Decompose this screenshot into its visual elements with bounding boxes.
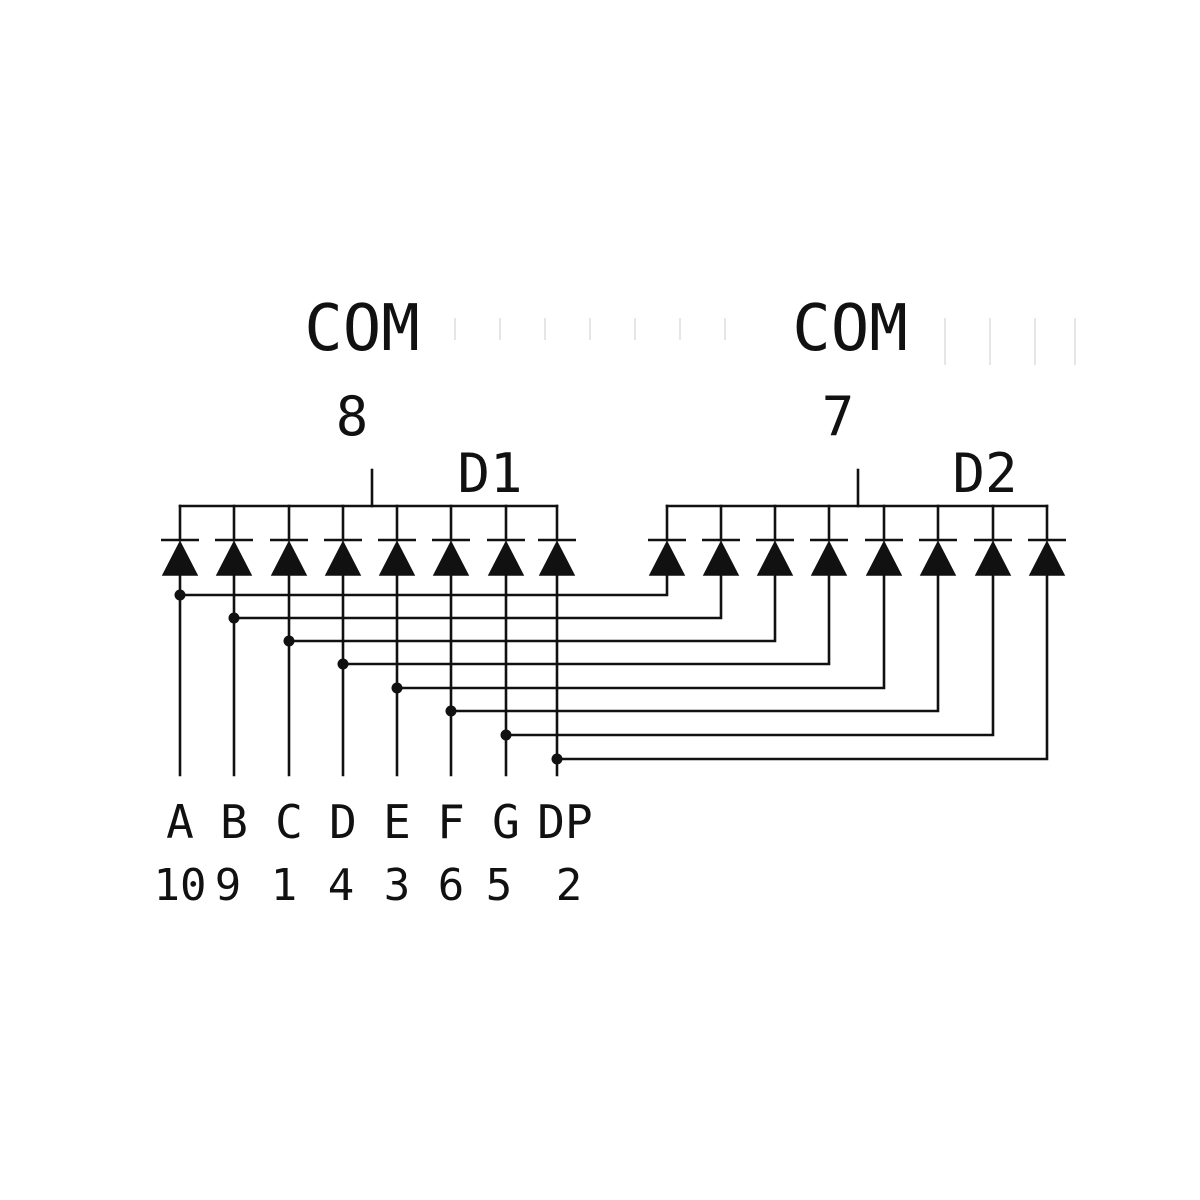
digit1-common-bus — [178, 468, 559, 508]
segment-dp-wire — [551, 573, 1049, 777]
digit1-name-label: D1 — [457, 442, 522, 505]
diode-d2-a — [648, 504, 686, 576]
diode-d1-b — [215, 504, 253, 576]
segment-label-c: C — [275, 795, 303, 849]
digit2-common-bus — [665, 468, 1049, 508]
diode-d1-c — [270, 504, 308, 576]
diode-d1-d — [324, 504, 362, 576]
segment-label-a: A — [166, 795, 194, 849]
segment-pin-a: 10 — [154, 860, 207, 911]
segment-label-dp: DP — [537, 795, 592, 849]
diode-d2-e — [865, 504, 903, 576]
segment-pin-e: 3 — [384, 860, 411, 911]
segment-g-wire — [500, 573, 995, 777]
segment-labels: A B C D E F G DP — [166, 795, 593, 849]
digit1-common-pin-number: 8 — [336, 385, 369, 448]
segment-label-f: F — [437, 795, 465, 849]
diode-d2-f — [919, 504, 957, 576]
segment-b-wire — [228, 573, 723, 777]
diode-d2-c — [756, 504, 794, 576]
diode-d2-d — [810, 504, 848, 576]
diode-d1-g — [487, 504, 525, 576]
segment-d-wire — [337, 573, 831, 777]
digit1-common-label: COM — [304, 292, 420, 366]
segment-f-wire — [445, 573, 940, 777]
segment-pin-dp: 2 — [556, 860, 583, 911]
scan-artifact — [454, 318, 1076, 365]
diode-d1-dp — [538, 504, 576, 576]
segment-pin-f: 6 — [438, 860, 465, 911]
segment-e-wire — [391, 573, 886, 777]
segment-pin-numbers: 10 9 1 4 3 6 5 2 — [154, 860, 583, 911]
segment-label-b: B — [220, 795, 248, 849]
diode-d2-g — [974, 504, 1012, 576]
digit2-segment-diodes — [648, 504, 1066, 576]
segment-pin-d: 4 — [328, 860, 355, 911]
segment-pin-c: 1 — [271, 860, 298, 911]
diode-d2-b — [702, 504, 740, 576]
diode-d2-dp — [1028, 504, 1066, 576]
segment-pin-b: 9 — [215, 860, 242, 911]
segment-c-wire — [283, 573, 777, 777]
segment-pin-g: 5 — [486, 860, 513, 911]
diode-d1-e — [378, 504, 416, 576]
segment-label-g: G — [492, 795, 520, 849]
digit2-common-pin-number: 7 — [822, 385, 855, 448]
digit2-name-label: D2 — [952, 442, 1017, 505]
segment-interconnect-wires — [174, 573, 1049, 777]
digit2-common-label: COM — [792, 292, 908, 366]
segment-a-wire — [174, 573, 669, 777]
diode-d1-f — [432, 504, 470, 576]
segment-label-d: D — [329, 795, 357, 849]
segment-label-e: E — [383, 795, 411, 849]
digit1-segment-diodes — [161, 504, 576, 576]
diode-d1-a — [161, 504, 199, 576]
